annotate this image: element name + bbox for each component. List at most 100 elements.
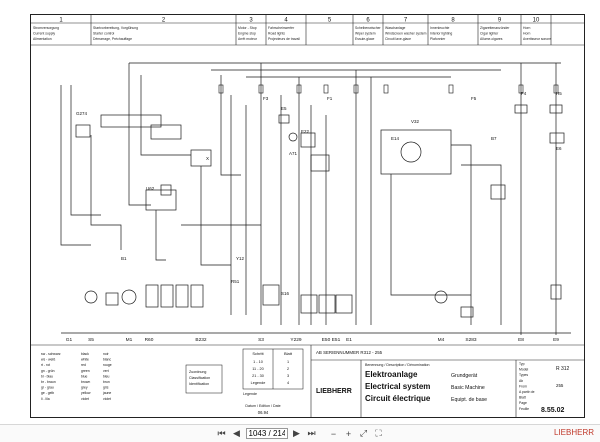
component-label: B1	[121, 256, 127, 261]
fuse-symbol	[518, 84, 524, 94]
header-col-text: Fahrscheinwerfer	[268, 26, 295, 30]
color-en: red	[81, 363, 86, 367]
header-col-text: Avertisseur sonore	[523, 37, 551, 41]
color-code: ge - gelb	[41, 391, 54, 395]
header-col-text: Horn	[523, 26, 530, 30]
fuse-symbol	[323, 84, 329, 94]
color-en: black	[81, 352, 89, 356]
fit-page-icon[interactable]: ⤢	[359, 428, 368, 438]
grid-cell: 1	[287, 360, 289, 364]
component-label: F4	[521, 91, 527, 96]
component-label: S283	[465, 337, 477, 343]
component-label: S5	[88, 337, 94, 343]
page-number-input[interactable]	[245, 428, 288, 439]
fullscreen-icon[interactable]: ⛶	[375, 428, 382, 438]
header-col-text: Zigarettenanzünder	[480, 26, 510, 30]
header-col-text: Démarrage, Préchauffage	[93, 37, 132, 41]
last-page-icon[interactable]: ⏭	[307, 428, 316, 438]
brand-logo: LIEBHERR	[316, 388, 352, 395]
header-col-text: Essuie-glace	[355, 37, 375, 41]
header-col-num: 3	[249, 18, 253, 24]
fuse-symbol	[296, 84, 302, 94]
component-label: G274	[76, 111, 88, 116]
color-en: green	[81, 369, 90, 373]
color-fr: vert	[103, 369, 109, 373]
component-label: R51	[231, 279, 240, 284]
component-label: F5	[471, 96, 477, 101]
header-col-text: Cigar lighter	[480, 32, 499, 36]
header-col-text: Circuit lave-glace	[385, 37, 411, 41]
header-col-text: Plafonnier	[430, 37, 446, 41]
color-code: gr - grau	[41, 386, 54, 390]
component-label: F3	[263, 96, 269, 101]
header-col-text: Engine stop	[238, 32, 256, 36]
first-page-icon[interactable]: ⏮	[217, 428, 226, 438]
component-label: E14	[391, 136, 400, 141]
component-label: A71	[289, 151, 298, 156]
header-col-text: Windscreen washer system	[385, 32, 427, 36]
component-label: E51	[332, 337, 341, 343]
zoom-in-icon[interactable]: +	[345, 428, 352, 439]
previous-page-icon[interactable]: ◀	[233, 428, 240, 438]
grid-cell: 21 - 30	[252, 374, 264, 378]
header-col-text: Horn	[523, 32, 530, 36]
model-value: R 312	[556, 366, 570, 372]
grid-header: Schritt	[252, 351, 264, 356]
header-col-text: Motor - Stop	[238, 26, 257, 30]
component-label: S16	[281, 291, 290, 296]
symbol-text: Identification	[189, 382, 209, 386]
component-label: Y229	[290, 337, 302, 343]
header-col-text: Innenleuchte	[430, 26, 450, 30]
header-col-num: 10	[533, 18, 540, 24]
title-field-label: A partir de	[519, 390, 535, 394]
from-value: 255	[556, 383, 564, 388]
color-en: yellow	[81, 391, 91, 395]
title-field-label: Feuille	[519, 407, 529, 411]
wire-network	[60, 62, 571, 335]
header-grid	[31, 15, 584, 46]
component-label: E1	[346, 337, 352, 343]
color-code: gn - grün	[41, 369, 55, 373]
grid-cell: 1 - 10	[253, 360, 263, 364]
serial-text: AB SERIENNUMMER R312 - 255	[316, 350, 383, 355]
fuse-symbol	[383, 84, 389, 94]
header-col-text: Road lights	[268, 32, 285, 36]
title-sub: Basic Machine	[451, 385, 485, 391]
header-col-text: Scheibenwischer	[355, 26, 382, 30]
header-col-text: Arrêt moteur	[238, 37, 258, 41]
header-col-num: 6	[366, 18, 370, 24]
component-label: E8	[518, 337, 524, 343]
fuse-symbol	[353, 84, 359, 94]
title-field-label: From	[519, 384, 527, 388]
date-label: Datum / Edition / Date	[245, 404, 280, 408]
color-fr: gris	[103, 386, 109, 390]
color-fr: brun	[103, 380, 110, 384]
color-fr: violet	[103, 397, 111, 401]
zoom-out-icon[interactable]: −	[330, 428, 337, 439]
symbol-text: Classification	[189, 376, 210, 380]
color-en: violet	[81, 397, 89, 401]
header-col-text: Allume-cigares	[480, 37, 503, 41]
next-page-icon[interactable]: ▶	[293, 428, 300, 438]
header-col-num: 5	[328, 18, 332, 24]
component-label: M4	[438, 337, 445, 343]
bottom-frame	[31, 344, 584, 417]
color-en: grey	[81, 386, 88, 390]
symbol-text: Zuordnung	[189, 370, 206, 374]
header-col-num: 9	[498, 18, 502, 24]
grid-cell: Legende	[251, 381, 266, 385]
title-sub: Grundgerät	[451, 373, 478, 379]
header-col-text: Current supply	[33, 32, 55, 36]
component-label: E50	[322, 337, 331, 343]
component-label: U62	[146, 186, 155, 191]
header-col-num: 2	[162, 18, 166, 24]
component-label: E9	[553, 337, 559, 343]
title-sub: Equipt. de base	[451, 397, 487, 403]
color-fr: bleu	[103, 374, 110, 378]
